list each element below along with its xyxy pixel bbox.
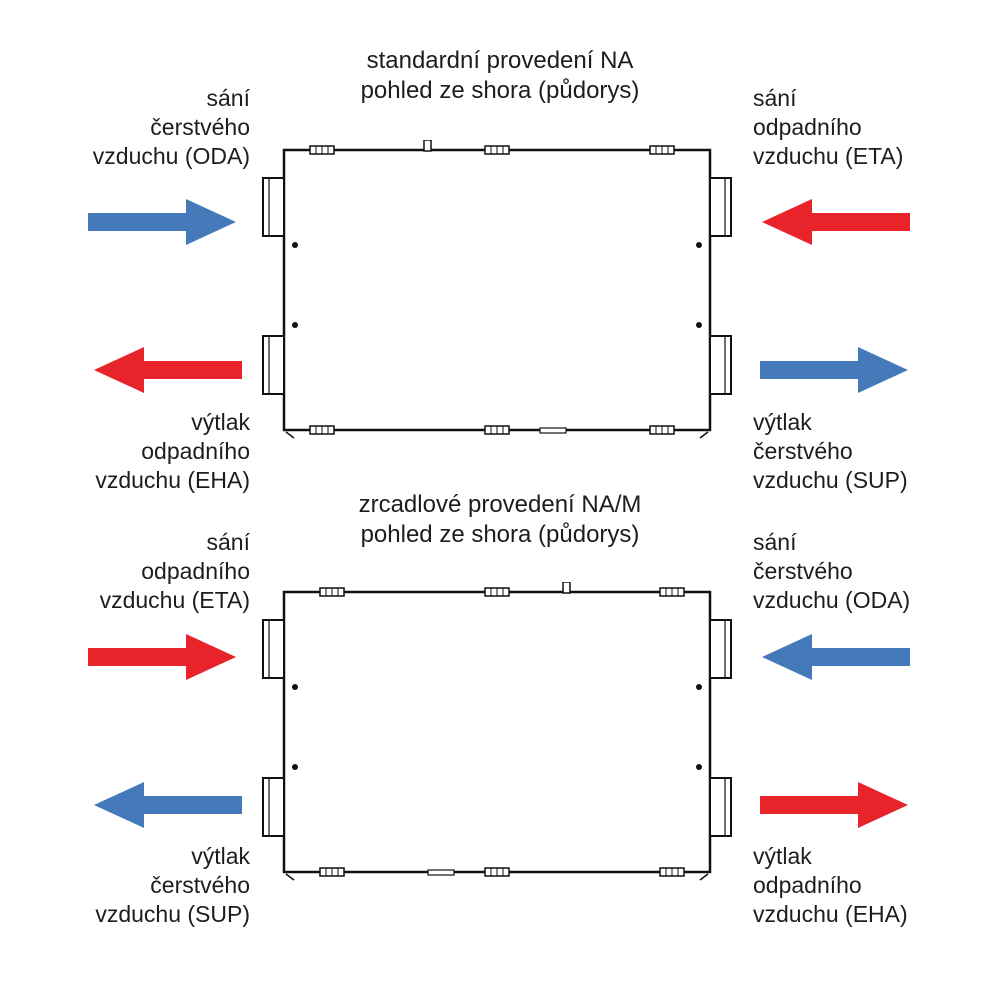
unit-drawing-mirrored	[262, 582, 732, 882]
diagram-mirrored-title-line1: zrcadlové provedení NA/M	[358, 491, 642, 518]
label-mirrored-bottom-left: výtlak čerstvého vzduchu (SUP)	[30, 842, 250, 929]
arrow-standard-exhaust-air-discharge-icon	[94, 347, 242, 393]
diagram-standard-title-line2: pohled ze shora (půdorys)	[360, 77, 640, 104]
unit-drawing-standard	[262, 140, 732, 440]
label-line: výtlak	[191, 409, 250, 435]
label-line: vzduchu (ODA)	[92, 143, 250, 169]
label-line: vzduchu (EHA)	[95, 467, 250, 493]
label-line: čerstvého	[753, 438, 853, 464]
label-line: vzduchu (ETA)	[99, 587, 250, 613]
diagram-mirrored-title: zrcadlové provedení NA/M pohled ze shora…	[230, 490, 770, 550]
label-line: vzduchu (SUP)	[753, 467, 908, 493]
label-standard-top-right: sání odpadního vzduchu (ETA)	[753, 84, 983, 171]
arrow-mirrored-supply-air-discharge-icon	[94, 782, 242, 828]
label-line: odpadního	[141, 438, 250, 464]
label-line: výtlak	[753, 409, 812, 435]
label-line: výtlak	[753, 843, 812, 869]
arrow-mirrored-exhaust-air-intake-icon	[88, 634, 236, 680]
label-line: vzduchu (EHA)	[753, 901, 908, 927]
label-line: čerstvého	[150, 114, 250, 140]
label-line: sání	[753, 529, 797, 555]
label-line: výtlak	[191, 843, 250, 869]
label-line: odpadního	[753, 114, 862, 140]
diagram-standard-title: standardní provedení NA pohled ze shora …	[230, 46, 770, 106]
label-mirrored-bottom-right: výtlak odpadního vzduchu (EHA)	[753, 842, 983, 929]
label-standard-bottom-right: výtlak čerstvého vzduchu (SUP)	[753, 408, 983, 495]
label-line: odpadního	[753, 872, 862, 898]
diagram-mirrored-title-line2: pohled ze shora (půdorys)	[360, 521, 640, 548]
label-line: čerstvého	[150, 872, 250, 898]
label-line: vzduchu (ETA)	[753, 143, 904, 169]
label-line: čerstvého	[753, 558, 853, 584]
label-line: odpadního	[141, 558, 250, 584]
label-standard-top-left: sání čerstvého vzduchu (ODA)	[30, 84, 250, 171]
label-line: sání	[753, 85, 797, 111]
label-mirrored-top-left: sání odpadního vzduchu (ETA)	[30, 528, 250, 615]
arrow-standard-fresh-air-intake-icon	[88, 199, 236, 245]
arrow-mirrored-exhaust-air-discharge-icon	[760, 782, 908, 828]
label-standard-bottom-left: výtlak odpadního vzduchu (EHA)	[30, 408, 250, 495]
arrow-standard-exhaust-air-intake-icon	[762, 199, 910, 245]
label-line: sání	[206, 85, 250, 111]
label-line: vzduchu (ODA)	[753, 587, 911, 613]
label-line: sání	[206, 529, 250, 555]
arrow-standard-supply-air-discharge-icon	[760, 347, 908, 393]
diagram-standard-title-line1: standardní provedení NA	[366, 47, 634, 74]
label-mirrored-top-right: sání čerstvého vzduchu (ODA)	[753, 528, 983, 615]
label-line: vzduchu (SUP)	[95, 901, 250, 927]
arrow-mirrored-fresh-air-intake-icon	[762, 634, 910, 680]
